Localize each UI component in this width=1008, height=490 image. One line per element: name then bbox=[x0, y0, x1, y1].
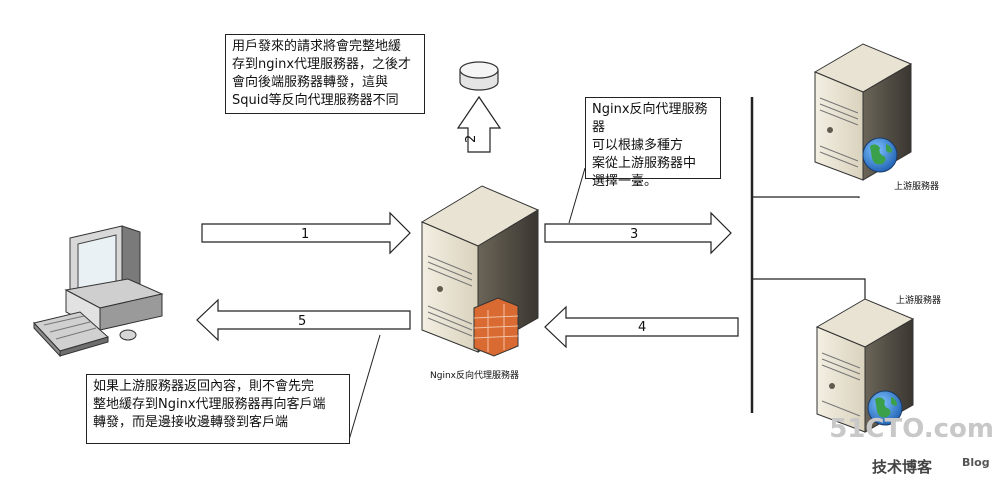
cache-storage-icon bbox=[459, 61, 499, 91]
note-line: 選擇一臺。 bbox=[592, 174, 658, 189]
cache-behavior-note: 用戶發來的請求將會完整地緩 存到nginx代理服務器，之後才 會向後端服務器轉發… bbox=[225, 34, 425, 114]
watermark-site: 51CTO.com bbox=[829, 414, 994, 444]
note-line: 轉發，而是邊接收邊轉發到客戶端 bbox=[93, 415, 289, 430]
upstream-server-bottom-label: 上游服務器 bbox=[896, 296, 942, 306]
upstream-selection-note: Nginx反向代理服務器 可以根據多種方 案從上游服務器中 選擇一臺。 bbox=[585, 97, 721, 189]
note-line: Squid等反向代理服務器不同 bbox=[232, 93, 399, 108]
arrow-3-proxy-to-upstream bbox=[544, 211, 732, 255]
arrow-5-proxy-to-client bbox=[196, 298, 411, 342]
watermark-blog: Blog bbox=[962, 456, 990, 469]
note-line: 存到nginx代理服務器，之後才 bbox=[232, 57, 412, 72]
client-computer-icon bbox=[33, 225, 164, 358]
upstream-server-top-label: 上游服務器 bbox=[894, 182, 940, 192]
note-line: 可以根據多種方 bbox=[592, 138, 684, 153]
response-forwarding-note: 如果上游服務器返回內容，則不會先完 整地緩存到Nginx代理服務器再向客戶端 轉… bbox=[86, 374, 350, 444]
note-line: Nginx反向代理服務器 bbox=[592, 102, 708, 135]
note-line: 用戶發來的請求將會完整地緩 bbox=[232, 39, 402, 54]
nginx-proxy-server-icon bbox=[420, 185, 540, 357]
globe-icon bbox=[867, 390, 903, 426]
arrow-4-label: 4 bbox=[638, 320, 646, 335]
note-line: 如果上游服務器返回內容，則不會先完 bbox=[93, 379, 315, 394]
note-line: 案從上游服務器中 bbox=[592, 156, 697, 171]
watermark-tagline: 技术博客 bbox=[872, 458, 933, 476]
arrow-5-label: 5 bbox=[298, 314, 306, 329]
arrow-1-label: 1 bbox=[301, 227, 309, 242]
connector-bottom bbox=[752, 278, 866, 303]
globe-icon bbox=[862, 137, 898, 173]
arrow-2-label: 2 bbox=[464, 135, 479, 143]
arrow-2-to-cache bbox=[456, 95, 502, 153]
upstream-server-bottom-icon bbox=[815, 298, 915, 433]
proxy-server-label: Nginx反向代理服務器 bbox=[430, 371, 519, 381]
callout-line-return bbox=[348, 334, 381, 441]
callout-line-select bbox=[568, 167, 586, 224]
connector-top bbox=[752, 196, 860, 198]
note-line: 會向後端服務器轉發，這與 bbox=[232, 75, 389, 90]
note-line: 整地緩存到Nginx代理服務器再向客戶端 bbox=[93, 397, 326, 412]
upstream-server-top-icon bbox=[813, 43, 913, 181]
arrow-1-client-to-proxy bbox=[201, 211, 411, 255]
firewall-icon bbox=[473, 297, 519, 357]
arrow-3-label: 3 bbox=[630, 227, 638, 242]
arrow-4-upstream-to-proxy bbox=[544, 305, 739, 349]
